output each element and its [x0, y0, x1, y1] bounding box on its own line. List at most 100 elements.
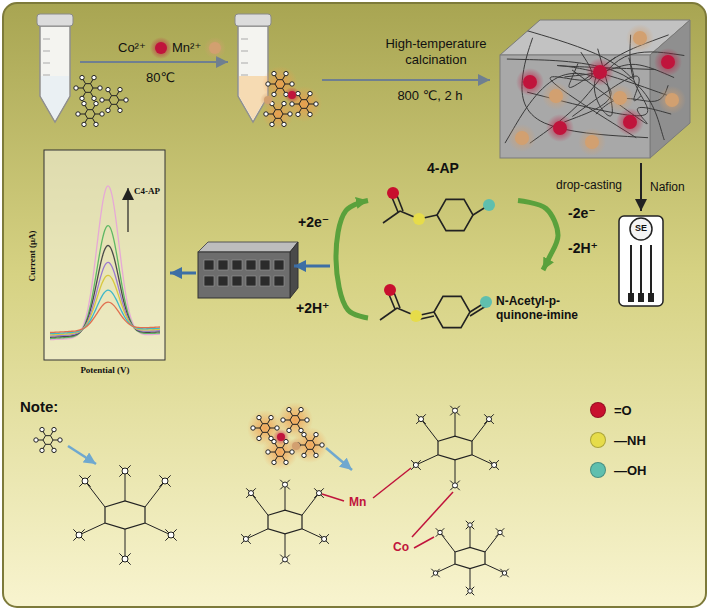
spoke-end	[272, 92, 276, 96]
label-box: Mn	[349, 495, 366, 509]
phosphate-bond	[437, 569, 440, 572]
label-box: 80℃	[146, 70, 175, 86]
spoke-end	[272, 460, 276, 464]
spoke-end	[94, 122, 98, 126]
label-box: High-temperature calcination	[366, 36, 506, 67]
phosphate-bond	[321, 488, 324, 491]
tube-tick	[43, 39, 50, 40]
glow	[204, 37, 226, 59]
phosphate-bond	[119, 465, 123, 469]
instrument-slot	[274, 260, 284, 270]
phytic-acid-icon	[100, 87, 128, 112]
legend-item: —NH	[590, 432, 646, 448]
ester-bond	[470, 569, 471, 592]
dpv-curve	[50, 262, 160, 336]
glow	[542, 82, 570, 110]
spoke-end	[302, 453, 306, 457]
spoke-end	[40, 448, 44, 452]
phosphate-bond	[450, 481, 453, 484]
phosphate-bond	[484, 414, 487, 417]
phosphate-bond	[73, 537, 77, 541]
phytic-acid-structure	[431, 521, 508, 595]
manganese-ion	[264, 96, 272, 104]
spoke-end	[52, 427, 56, 431]
spoke-end	[76, 112, 80, 116]
legend-item: —OH	[590, 462, 647, 478]
spoke-end	[58, 438, 62, 442]
glow	[586, 58, 614, 86]
tube-tick	[241, 75, 248, 76]
ester-bond	[455, 411, 456, 437]
phosphate	[418, 417, 423, 422]
manganese-particle	[585, 135, 599, 149]
tube-tick	[43, 51, 50, 52]
annotation: +2H⁺	[296, 300, 329, 316]
carbon-network	[505, 28, 684, 143]
phosphate-bond	[466, 587, 469, 590]
manganese-particle	[549, 89, 563, 103]
label-box: 800 ℃, 2 h	[370, 88, 490, 104]
phosphate-bond	[442, 528, 445, 531]
label-box: -2H⁺	[568, 240, 598, 257]
phosphate-bond	[165, 529, 169, 533]
glow	[626, 24, 654, 52]
instrument-slot	[218, 276, 228, 286]
spoke-end	[299, 428, 303, 432]
spoke-end	[305, 418, 309, 422]
spoke-end	[106, 87, 110, 91]
instrument-slot	[204, 260, 214, 270]
spoke-end	[284, 460, 288, 464]
spoke-end	[264, 112, 268, 116]
instrument-slot	[274, 276, 284, 286]
molecule	[383, 187, 495, 231]
phosphate	[452, 408, 457, 413]
phosphate-bond	[411, 467, 414, 470]
phytic-acid-icon	[74, 75, 102, 100]
phytic-acid-icon	[264, 101, 292, 126]
spoke-end	[284, 92, 288, 96]
label-box: Current (μA)	[27, 230, 38, 281]
phosphate-bond	[502, 534, 505, 537]
legend-text: =O	[614, 403, 632, 418]
spoke-end	[257, 436, 261, 440]
ester-bond	[125, 529, 126, 559]
note-arrow	[326, 448, 352, 470]
label-box: Co²⁺	[118, 40, 146, 56]
phosphate	[468, 589, 473, 594]
test-tube	[37, 14, 73, 122]
phosphate-bond	[418, 460, 421, 463]
phosphate-bond	[431, 569, 434, 572]
bond	[380, 308, 397, 320]
phosphate	[82, 478, 88, 484]
phosphate-bond	[119, 553, 123, 557]
phosphate-bond	[253, 488, 256, 491]
benzene-ring	[434, 296, 470, 327]
ester-bond	[285, 534, 286, 560]
phosphate-bond	[319, 541, 322, 544]
ring	[85, 110, 95, 119]
ring	[260, 424, 270, 433]
ester-bond	[246, 529, 268, 539]
instrument-slot	[204, 276, 214, 286]
oxygen-atom	[384, 284, 396, 296]
nitrogen-atom	[413, 213, 425, 225]
phosphate-bond	[502, 528, 505, 531]
instrument-slot	[246, 260, 256, 270]
spoke-end	[34, 438, 38, 442]
phosphate	[76, 532, 82, 538]
ester-bond	[440, 533, 455, 553]
phytic-acid-icon	[251, 415, 279, 440]
phytic-acid-structure	[73, 465, 176, 564]
spoke-end	[80, 96, 84, 100]
spoke-end	[287, 407, 291, 411]
glow	[654, 48, 682, 76]
phosphate	[243, 536, 248, 541]
instrument-slot	[260, 276, 270, 286]
manganese-ion	[209, 42, 221, 54]
phosphate-bond	[287, 480, 290, 483]
ester-bond	[251, 493, 268, 515]
phosphate-bond	[484, 421, 487, 424]
phosphate-bond	[248, 541, 251, 544]
phosphate-bond	[489, 460, 492, 463]
plot-frame	[44, 150, 165, 360]
